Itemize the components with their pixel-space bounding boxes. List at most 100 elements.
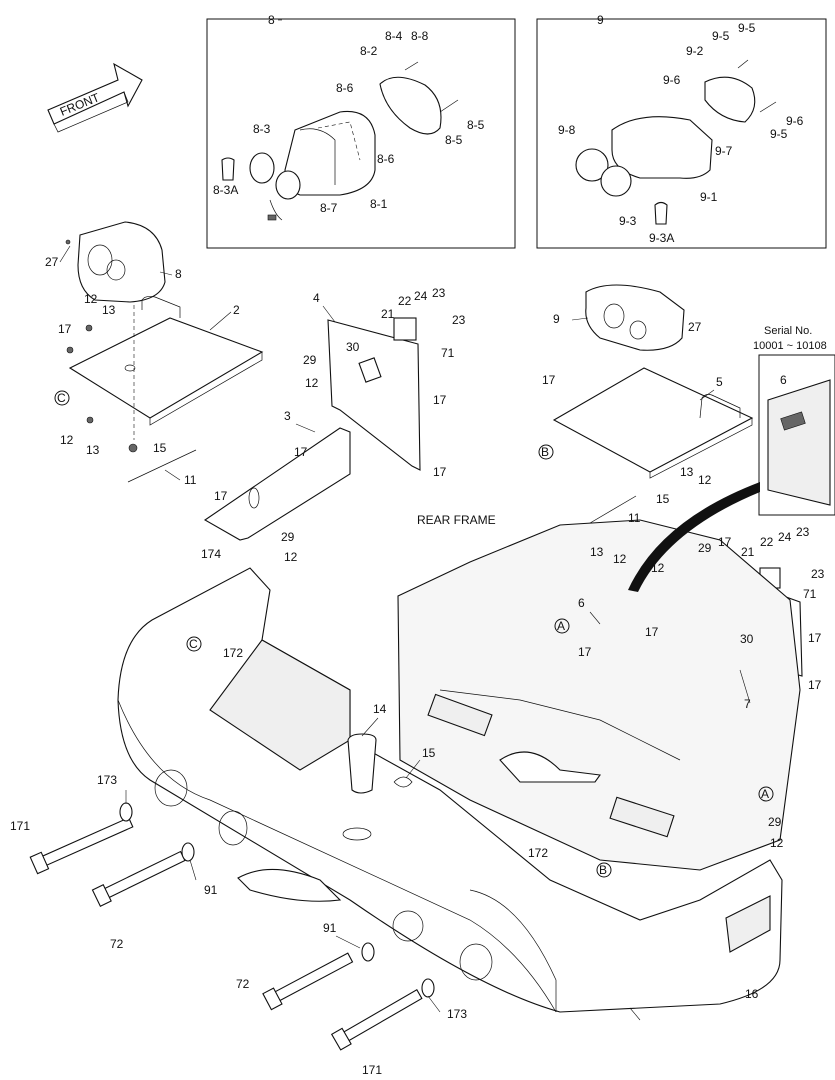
ref-b-1: B: [541, 445, 549, 459]
callout-72a: 91: [204, 883, 218, 897]
right-lamp-assembly: [552, 284, 754, 537]
callout-17c: 17: [294, 445, 308, 459]
ref-b-2: B: [599, 863, 607, 877]
bracket-3: [203, 427, 351, 541]
callout-9-7: 9-8: [558, 123, 576, 137]
callout-21a: 21: [381, 307, 395, 321]
callout-17d: 17: [433, 465, 447, 479]
callout-22b: 22: [760, 535, 774, 549]
lamp-housing-9-1: [611, 116, 713, 179]
callout-14: 14: [373, 702, 387, 716]
leader-lines: [59, 245, 751, 1021]
callout-8-5b: 8-5: [445, 133, 463, 147]
callout-15: 15: [422, 746, 436, 760]
callout-16a: 15: [153, 441, 167, 455]
callout-12e: 12: [698, 473, 712, 487]
ref-a-1: A: [557, 619, 565, 633]
callout-6: 6: [578, 596, 585, 610]
clip-29: [358, 357, 382, 383]
callout-13c: 13: [680, 465, 694, 479]
callout-2: 2: [233, 303, 240, 317]
callout-174a: 173: [97, 773, 117, 787]
callout-23a: 23: [452, 313, 466, 327]
socket-8-3: [249, 152, 275, 184]
callout-27b: 27: [688, 320, 702, 334]
callout-12g: 12: [651, 561, 665, 575]
callout-91a: 174: [201, 547, 221, 561]
callout-9-5a: 9-5: [712, 29, 730, 43]
callout-8-1: 8-1: [370, 197, 388, 211]
callout-9-6a: 9-6: [663, 73, 681, 87]
callout-71a: 72: [110, 937, 124, 951]
callout-11a: 11: [184, 473, 197, 487]
callout-24b: 23: [796, 525, 810, 539]
callout-28d: 29: [768, 815, 782, 829]
callout-17i: 17: [578, 645, 592, 659]
callout-8-7: 8-7: [320, 201, 338, 215]
inset-title-9: 9: [597, 13, 604, 27]
callout-24a: 23: [432, 286, 446, 300]
callout-9-1: 9-1: [700, 190, 718, 204]
bracket-4: [327, 319, 421, 471]
callout-13a: 13: [102, 303, 116, 317]
callout-17e: 17: [214, 489, 228, 503]
plate-2: [68, 317, 264, 419]
inset-box-8: 8 8-4 8-8 8-2 8-6 8-3 8-3A 8-6 8-5 8-5 8…: [206, 13, 516, 249]
callout-25a: 24: [414, 289, 428, 303]
counterweight-171: [117, 567, 783, 1013]
lens-8-2: [379, 76, 442, 135]
callout-30b: 71: [803, 587, 817, 601]
serial-title: Serial No.: [764, 325, 812, 337]
callout-30a: 71: [441, 346, 455, 360]
callout-21b: 21: [741, 545, 755, 559]
center-brackets: [203, 317, 421, 541]
callout-13d: 13: [590, 545, 604, 559]
callout-17f: 17: [542, 373, 556, 387]
socket-8-7: [275, 170, 301, 200]
socket-9-3: [600, 165, 632, 197]
callout-8-5a: 8-4: [385, 29, 403, 43]
callout-12h: 12: [770, 836, 784, 850]
callout-173b: 171: [362, 1063, 382, 1077]
callout-12c: 12: [305, 376, 319, 390]
bolts: [29, 802, 435, 1051]
callout-13b: 13: [86, 443, 100, 457]
serial-inset: Serial No. 10001 ~ 10108 6: [753, 325, 835, 516]
front-arrow: FRONT: [47, 62, 143, 133]
callout-29a: 30: [346, 340, 360, 354]
ref-a-2: A: [761, 787, 769, 801]
callout-172b: 172: [528, 846, 548, 860]
callout-8-8: 8-8: [411, 29, 429, 43]
callout-71b: 72: [236, 977, 250, 991]
serial-range: 10001 ~ 10108: [753, 340, 827, 352]
callout-12b: 12: [60, 433, 74, 447]
callout-8-4: 8-5: [467, 118, 485, 132]
ref-c-2: C: [189, 637, 198, 651]
callout-17k: 17: [808, 678, 822, 692]
reference-markers: C C B B A A: [54, 390, 774, 878]
callout-8-3A: 8-3A: [213, 183, 238, 197]
callout-9-2: 9-2: [686, 44, 704, 58]
rear-frame-label: REAR FRAME: [417, 513, 496, 527]
callout-25b: 24: [778, 530, 792, 544]
callout-5: 5: [716, 375, 723, 389]
rear-frame: REAR FRAME: [397, 482, 801, 871]
callout-23b: 23: [811, 567, 825, 581]
right-lamp-9: [585, 284, 685, 351]
callouts: 27 8 12 13 17 2 12 13 15 11 4 22 24 23 2…: [10, 255, 825, 1077]
callout-8-2: 8-2: [360, 44, 378, 58]
callout-28a: 29: [303, 353, 317, 367]
callout-17g: 17: [718, 535, 732, 549]
inset-box-9: 9 9-5 9-5 9-2 9-6 9-8 9-6 9-5 9-7 9-1 9-…: [536, 13, 827, 249]
bulb-8-3A: [221, 157, 235, 181]
callout-17b: 17: [433, 393, 447, 407]
socket-9-7: [575, 148, 609, 182]
callout-11b: 11: [628, 511, 641, 525]
callout-9-3A: 9-3A: [649, 231, 674, 245]
inset-title-8: 8: [268, 13, 275, 27]
bulb-9-3A: [654, 201, 668, 225]
callout-12f: 12: [613, 552, 627, 566]
ref-c-1: C: [57, 391, 66, 405]
callout-8-6a: 8-6: [336, 81, 354, 95]
left-lamp-assembly: [65, 221, 264, 483]
